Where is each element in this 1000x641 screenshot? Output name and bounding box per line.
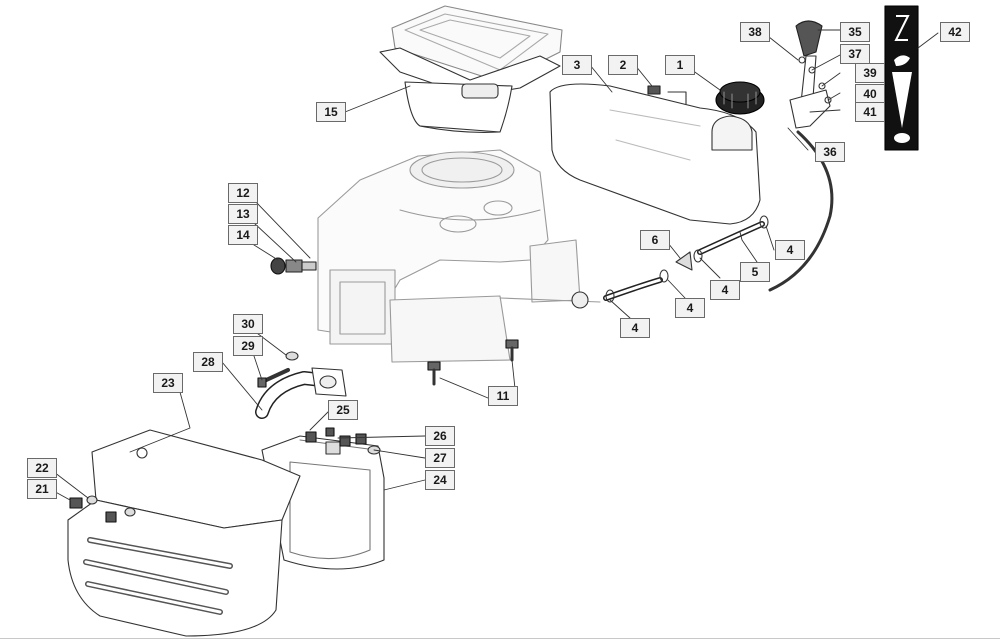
throttle-lever: [789, 20, 832, 129]
screw-11: [427, 339, 519, 386]
speed-wedge: [892, 72, 912, 128]
callout-21: 21: [27, 479, 57, 499]
muffler: [261, 435, 385, 570]
callout-6: 6: [640, 230, 670, 250]
callout-4: 4: [675, 298, 705, 318]
callout-38: 38: [740, 22, 770, 42]
callout-37: 37: [840, 44, 870, 64]
callout-25: 25: [328, 400, 358, 420]
screw-29: [257, 351, 299, 388]
callout-36: 36: [815, 142, 845, 162]
callout-12: 12: [228, 183, 258, 203]
engine-block: [317, 149, 601, 363]
callout-24: 24: [425, 470, 455, 490]
fuel-cap: [715, 81, 765, 115]
callout-35: 35: [840, 22, 870, 42]
callout-27: 27: [425, 448, 455, 468]
guard-screws: [69, 495, 136, 523]
muffler-guard: [67, 429, 301, 637]
callout-3: 3: [562, 55, 592, 75]
callout-4: 4: [775, 240, 805, 260]
decal-icons: [892, 15, 912, 143]
callout-22: 22: [27, 458, 57, 478]
callout-4: 4: [620, 318, 650, 338]
callout-30: 30: [233, 314, 263, 334]
callout-40: 40: [855, 84, 885, 104]
fuel-fitting: [270, 257, 317, 275]
callout-23: 23: [153, 373, 183, 393]
exhaust-pipe: [255, 367, 347, 419]
fuel-hose: [571, 215, 769, 309]
fuel-tank: [549, 83, 761, 225]
hare-icon: [894, 55, 910, 66]
callout-13: 13: [228, 204, 258, 224]
page-divider: [0, 638, 1000, 639]
tortoise-icon: [894, 133, 910, 143]
air-filter-cover: [379, 5, 563, 133]
callout-2: 2: [608, 55, 638, 75]
screw-2: [647, 85, 687, 105]
choke-icon: [894, 15, 910, 41]
callout-39: 39: [855, 63, 885, 83]
callout-41: 41: [855, 102, 885, 122]
callout-26: 26: [425, 426, 455, 446]
leader-lines: [49, 29, 939, 501]
callout-28: 28: [193, 352, 223, 372]
callout-29: 29: [233, 336, 263, 356]
callout-15: 15: [316, 102, 346, 122]
callout-4: 4: [710, 280, 740, 300]
callout-1: 1: [665, 55, 695, 75]
callout-14: 14: [228, 225, 258, 245]
callout-11: 11: [488, 386, 518, 406]
callout-42: 42: [940, 22, 970, 42]
callout-5: 5: [740, 262, 770, 282]
